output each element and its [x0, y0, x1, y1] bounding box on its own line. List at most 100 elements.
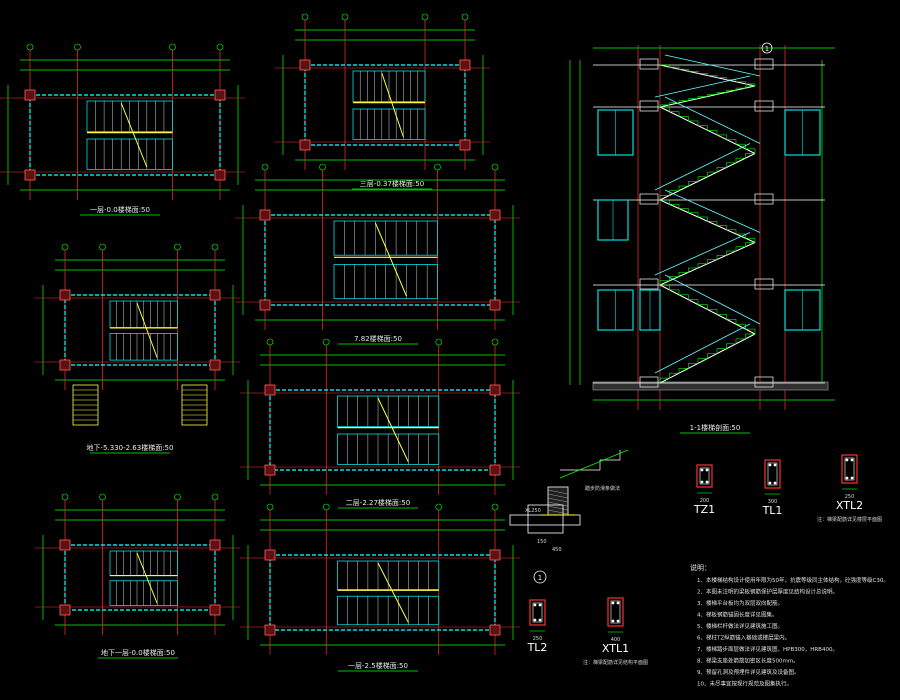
slab: [509, 514, 581, 526]
rebar-dot: [616, 601, 620, 605]
column: [259, 209, 271, 221]
grid-bubble: [322, 503, 330, 511]
rebar-dot: [845, 476, 849, 480]
column: [209, 359, 221, 371]
landing-beam: [754, 278, 774, 290]
grid-bubble: [26, 43, 34, 51]
plan-p3: 地下-5.330-2.63楼梯面:50: [35, 243, 240, 454]
plan-p2: 三层-0.37楼梯面:50: [275, 13, 490, 190]
column: [59, 539, 71, 551]
grid-bubble: [211, 243, 219, 251]
note-line: 4、梯板钢筋锚固长度详见图集。: [697, 611, 778, 619]
hatch: [547, 493, 569, 499]
grid-bubble: [174, 243, 181, 251]
landing-beam: [639, 100, 659, 112]
handrail: [664, 54, 761, 77]
rebar-dot: [611, 601, 615, 605]
break-line: [381, 72, 404, 138]
section-caption: 1-1楼梯剖面:50: [690, 423, 741, 432]
column: [489, 384, 501, 396]
dim-text: 300: [768, 499, 778, 505]
plan-p7: 一层-2.5楼梯面:50: [240, 503, 520, 672]
rebar-dot: [611, 619, 615, 623]
rebar-dot: [700, 468, 704, 472]
grid-bubble: [421, 13, 429, 21]
column: [489, 624, 501, 636]
section-marker: [761, 42, 773, 54]
section-marker-label: 1: [765, 45, 769, 53]
note-line: 3、楼梯平台板均为双层双向配筋。: [697, 599, 783, 607]
break-line: [377, 397, 409, 463]
xtl1-detail-stirrup: [610, 600, 621, 624]
beam-body: [527, 504, 564, 534]
beam-label: TL1: [762, 504, 783, 517]
dim-text: 250: [533, 636, 543, 642]
step-detail-caption: 踏步防滑条做法: [585, 485, 620, 492]
beam-label: XTL2: [836, 499, 863, 512]
wall-outline: [264, 214, 496, 306]
rebar-dot: [773, 481, 777, 485]
rebar-dot: [616, 619, 620, 623]
grid-bubble: [435, 503, 443, 511]
column: [264, 384, 276, 396]
break-line: [136, 552, 158, 604]
rebar-dot: [850, 476, 854, 480]
column: [489, 549, 501, 561]
grid-bubble: [461, 13, 469, 21]
plan-caption: 地下-5.330-2.63楼梯面:50: [87, 443, 174, 452]
detail-circle: [533, 570, 547, 584]
column: [299, 59, 311, 71]
hatch: [547, 509, 569, 515]
dim-text: 450: [552, 547, 562, 553]
rebar-dot: [533, 603, 537, 607]
detail-drawings: 踏步防滑条做法XL2501504501200TZ1300TL1250XTL2注：…: [509, 449, 882, 666]
step-detail-slope: [559, 449, 629, 479]
grid-bubble: [99, 243, 106, 251]
column: [214, 169, 226, 181]
tz1-detail-stirrup: [699, 467, 710, 485]
handrail: [654, 232, 751, 276]
note-line: 7、楼梯踏步面层做法详见建筑图，HPB300，HRB400。: [697, 645, 838, 653]
grid-bubble: [169, 43, 176, 51]
plan-p5: 二层-2.27楼梯面:50: [240, 338, 520, 509]
landing-beam: [754, 193, 774, 205]
note-line: 6、梯柱TZ纵筋锚入基础或楼层梁内。: [697, 634, 790, 642]
column: [459, 139, 471, 151]
beam-label: TL2: [527, 641, 548, 654]
rebar-dot: [705, 480, 709, 484]
dim-text: 150: [537, 539, 547, 545]
rebar-dot: [768, 463, 772, 467]
handrail: [654, 323, 751, 374]
break-line: [136, 302, 158, 359]
grid-bubble: [491, 163, 499, 171]
grid-bubble: [301, 13, 309, 21]
grid-bubble: [216, 43, 224, 51]
column: [59, 289, 71, 301]
column: [59, 359, 71, 371]
landing-beam: [639, 376, 659, 388]
grid-bubble: [266, 338, 274, 346]
grid-bubble: [211, 493, 219, 501]
column: [459, 59, 471, 71]
column: [209, 604, 221, 616]
column: [209, 539, 221, 551]
plan-caption: 地下一层-0.0楼梯面:50: [101, 648, 175, 657]
handrail: [664, 189, 761, 233]
grid-bubble: [322, 338, 330, 346]
plan-caption: 一层-0.0楼梯面:50: [90, 205, 150, 214]
handrail: [664, 274, 761, 325]
column: [24, 169, 36, 181]
column: [489, 299, 501, 311]
column: [489, 209, 501, 221]
wall-outline: [304, 64, 466, 146]
grid-bubble: [261, 163, 269, 171]
grid-bubble: [99, 493, 106, 501]
xtl2-detail-outline: [841, 454, 858, 484]
note-line: 9、预留孔洞及预埋件详见建筑及设备图。: [697, 668, 800, 676]
notes-title: 说明：: [690, 563, 711, 572]
beam-ref-label: XL250: [525, 508, 541, 514]
grid-bubble: [319, 163, 326, 171]
rebar-dot: [533, 618, 537, 622]
break-line: [377, 562, 409, 623]
